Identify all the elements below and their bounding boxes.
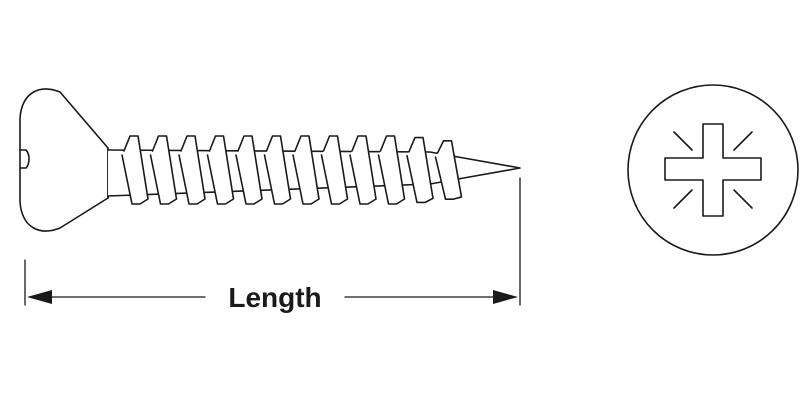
pozi-tick-sw xyxy=(673,189,693,209)
screw-head xyxy=(19,88,109,232)
thread-crest xyxy=(377,135,406,205)
thread-crest xyxy=(349,135,377,205)
pozi-tick-se xyxy=(733,189,753,209)
arrowhead-left xyxy=(27,290,52,304)
thread-crest xyxy=(206,135,235,205)
length-dimension: Length xyxy=(27,282,518,313)
pozi-tick-ne xyxy=(733,131,753,151)
head-outline xyxy=(627,84,799,256)
screw-top-view xyxy=(627,84,799,256)
dimension-label: Length xyxy=(228,282,321,313)
head-slot xyxy=(19,149,30,169)
thread-crest xyxy=(149,135,178,205)
pozi-tick-nw xyxy=(673,131,693,151)
screw-threads xyxy=(121,135,463,205)
thread-crest xyxy=(320,135,349,205)
thread-crest xyxy=(263,135,292,205)
thread-crest xyxy=(121,135,149,205)
thread-crest xyxy=(434,140,463,200)
thread-crest xyxy=(292,135,320,205)
thread-crest xyxy=(406,136,434,204)
pozidriv-icon xyxy=(664,123,762,217)
screw-side-view xyxy=(19,88,521,232)
thread-crest xyxy=(178,135,206,205)
thread-crest xyxy=(235,135,263,205)
arrowhead-right xyxy=(493,290,518,304)
